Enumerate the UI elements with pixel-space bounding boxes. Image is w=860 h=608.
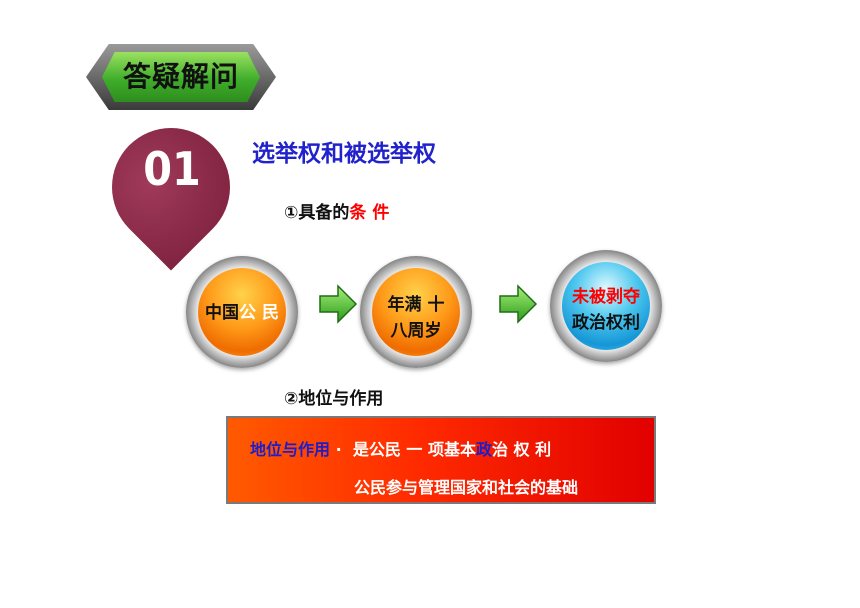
- banner-text-b: 治 权 利: [491, 440, 552, 459]
- condition-circle-citizen: 中国公 民: [186, 256, 298, 368]
- banner-line-1: 地位与作用 · 是公民 一 项基本政治 权 利: [250, 436, 551, 460]
- header-title: 答疑解问: [122, 60, 239, 93]
- banner-text-a: 是公民 一 项基本: [352, 440, 476, 459]
- right-arrow-icon: [499, 284, 538, 324]
- position-label: ②地位与作用: [284, 389, 384, 409]
- condition-rights-line2: 政治权利: [572, 313, 640, 333]
- plaque-face: [102, 52, 260, 102]
- banner-text-em: 政: [475, 440, 492, 459]
- section-title: 选举权和被选举权: [252, 141, 436, 167]
- header-plaque: 答疑解问: [86, 44, 276, 110]
- citizen-text-b: 公 民: [239, 303, 279, 323]
- condition-circle-rights: 未被剥夺 政治权利: [550, 250, 662, 362]
- conditions-label-prefix: ①具备的: [284, 203, 350, 223]
- section-number: 01: [143, 142, 201, 196]
- banner-key: 地位与作用: [250, 440, 331, 459]
- banner-line-2: 公民参与管理国家和社会的基础: [354, 478, 579, 497]
- citizen-text-a: 中国: [205, 303, 240, 323]
- right-arrow-icon: [319, 284, 358, 324]
- circle-core: [372, 268, 460, 356]
- conditions-label-highlight: 条 件: [349, 203, 390, 223]
- condition-age-line1: 年满 十: [387, 295, 445, 315]
- section-badge: 01: [87, 103, 255, 271]
- circle-core: [198, 268, 286, 356]
- conditions-label: ①具备的条 件: [284, 198, 389, 223]
- condition-rights-line1: 未被剥夺: [572, 287, 640, 307]
- condition-citizen-label: 中国公 民: [186, 298, 298, 323]
- condition-circle-age: 年满 十 八周岁: [360, 256, 472, 368]
- banner-separator: ·: [335, 440, 342, 459]
- circle-core: [562, 262, 650, 350]
- condition-age-line2: 八周岁: [390, 321, 442, 341]
- position-banner: 地位与作用 · 是公民 一 项基本政治 权 利 公民参与管理国家和社会的基础: [226, 416, 656, 504]
